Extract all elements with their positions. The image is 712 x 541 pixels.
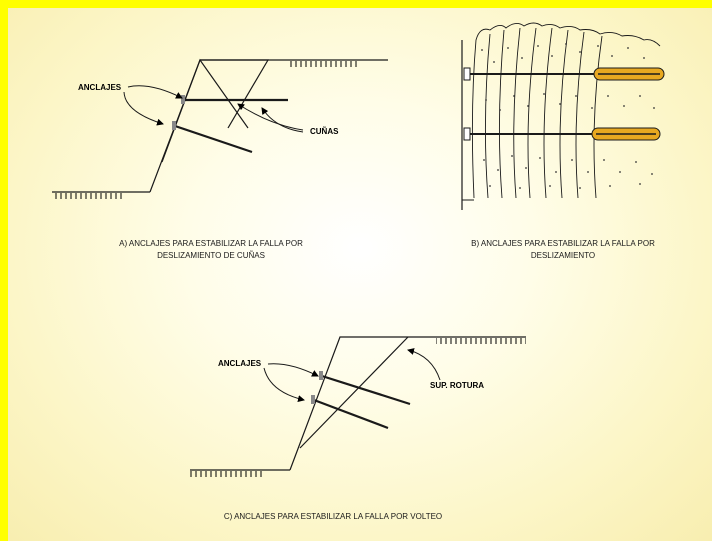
slope-face-c	[289, 336, 526, 471]
soil-speckle	[481, 43, 655, 189]
caption-b: B) ANCLAJES PARA ESTABILIZAR LA FALLA PO…	[448, 238, 678, 262]
arrow-anclajes-c-2	[263, 367, 305, 403]
arrow-anclajes-a-2	[123, 91, 164, 126]
anchor-plate-c-lower	[311, 395, 315, 404]
label-anclajes-a: ANCLAJES	[78, 83, 122, 92]
arrow-cunas-2	[261, 107, 304, 133]
anchor-plate-c-upper	[319, 371, 323, 380]
ground-hatch-top-c	[436, 338, 526, 344]
caption-a-line1: A) ANCLAJES PARA ESTABILIZAR LA FALLA PO…	[119, 239, 303, 248]
anchor-b-lower	[463, 127, 661, 141]
diagram-c-toppling	[190, 336, 526, 477]
label-cunas: CUÑAS	[310, 127, 339, 136]
ground-hatch-left-a	[52, 193, 122, 199]
slide-canvas: ANCLAJES CUÑAS	[8, 8, 712, 541]
caption-c: C) ANCLAJES PARA ESTABILIZAR LA FALLA PO…	[223, 512, 443, 521]
ground-hatch-left-c	[190, 471, 264, 477]
caption-b-line2: DESLIZAMIENTO	[530, 251, 596, 260]
arrow-anclajes-a-1	[127, 85, 183, 99]
wedge-line-2	[200, 59, 270, 129]
caption-b-line1: B) ANCLAJES PARA ESTABILIZAR LA FALLA PO…	[471, 239, 655, 248]
caption-a: A) ANCLAJES PARA ESTABILIZAR LA FALLA PO…	[96, 238, 326, 262]
diagram-canvas: ANCLAJES CUÑAS	[52, 22, 665, 477]
anchor-plate-a-lower	[172, 121, 176, 130]
anchor-c-upper	[321, 374, 411, 406]
rupture-surface	[299, 336, 409, 449]
arrow-cunas-1	[237, 103, 304, 131]
arrow-sup-rotura	[407, 348, 441, 381]
arrow-anclajes-c-1	[267, 363, 319, 377]
slope-face-a	[149, 59, 388, 193]
caption-a-line2: DESLIZAMIENTO DE CUÑAS	[157, 251, 265, 260]
diagram-a-wedge-sliding	[52, 58, 388, 199]
anchor-plate-a-upper	[181, 95, 185, 104]
rock-mass-outline	[471, 22, 661, 199]
label-sup-rotura: SUP. ROTURA	[430, 381, 484, 390]
diagram-b-sliding	[461, 22, 665, 210]
anchor-a-lower	[174, 124, 253, 154]
label-anclajes-c: ANCLAJES	[218, 359, 262, 368]
anchor-b-upper	[463, 67, 665, 81]
ground-hatch-top-a	[290, 61, 360, 67]
anchor-c-lower	[313, 398, 389, 430]
